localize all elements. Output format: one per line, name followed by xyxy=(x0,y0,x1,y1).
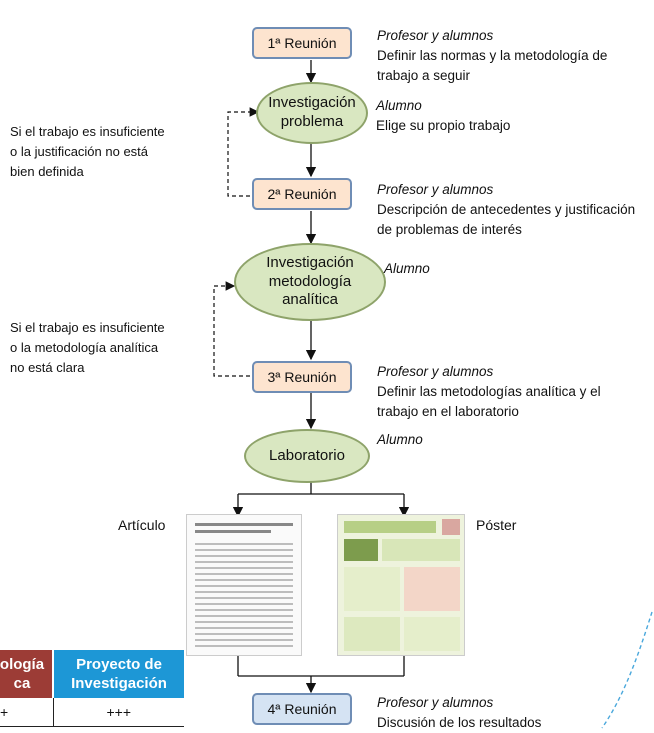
meeting-2-label: 2ª Reunión xyxy=(267,186,337,202)
feedback-2-line-1: Si el trabajo es insuficiente xyxy=(10,320,165,335)
activity-1-ellipse: Investigación problema xyxy=(256,82,368,144)
feedback-loop-1 xyxy=(227,107,260,197)
meeting-1-note: Profesor y alumnos Definir las normas y … xyxy=(377,26,647,86)
activity-3-note: Alumno xyxy=(377,430,423,450)
activity-2-line-3: analítica xyxy=(282,291,338,309)
comparison-table: ología ca Proyecto de Investigación + ++… xyxy=(0,650,184,727)
table-header-1-text: ología ca xyxy=(0,656,45,692)
meeting-2-box: 2ª Reunión xyxy=(252,178,352,210)
meeting-4-label: 4ª Reunión xyxy=(267,701,337,717)
activity-1-line-2: problema xyxy=(280,113,344,130)
activity-2-line-2: metodología xyxy=(268,272,352,290)
poster-label: Póster xyxy=(476,517,517,533)
activity-1-desc: Elige su propio trabajo xyxy=(376,118,511,133)
meeting-4-box: 4ª Reunión xyxy=(252,693,352,725)
feedback-note-1: Si el trabajo es insuficiente o la justi… xyxy=(10,122,222,182)
feedback-1-line-1: Si el trabajo es insuficiente xyxy=(10,124,165,139)
activity-3-line-1: Laboratorio xyxy=(269,446,345,464)
activity-3-role: Alumno xyxy=(377,432,423,447)
activity-2-line-1: Investigación xyxy=(266,253,354,271)
meeting-2-role: Profesor y alumnos xyxy=(377,182,494,197)
meeting-3-role: Profesor y alumnos xyxy=(377,364,494,379)
table-header-2-text: Proyecto de Investigación xyxy=(71,656,167,692)
table-header-2: Proyecto de Investigación xyxy=(52,650,184,698)
meeting-4-role: Profesor y alumnos xyxy=(377,695,494,710)
meeting-3-label: 3ª Reunión xyxy=(267,369,337,385)
article-thumbnail xyxy=(186,514,302,656)
activity-1-role: Alumno xyxy=(376,98,422,113)
feedback-2-line-3: no está clara xyxy=(10,360,85,375)
activity-3-ellipse: Laboratorio xyxy=(244,429,370,483)
activity-2-note: Alumno xyxy=(384,259,430,279)
table-cell-2: +++ xyxy=(52,698,184,727)
poster-thumbnail xyxy=(337,514,465,656)
feedback-loop-2 xyxy=(213,281,250,377)
meeting-3-desc: Definir las metodologías analítica y el … xyxy=(377,384,601,419)
table-cell-1-text: + xyxy=(0,704,9,720)
feedback-1-line-3: bien definida xyxy=(10,164,84,179)
meeting-4-desc: Discusión de los resultados xyxy=(377,715,542,730)
activity-2-ellipse: Investigación metodología analítica xyxy=(234,243,386,321)
decorative-arc xyxy=(601,611,653,729)
table-cell-1: + xyxy=(0,698,53,727)
meeting-4-note: Profesor y alumnos Discusión de los resu… xyxy=(377,693,541,733)
meeting-2-desc: Descripción de antecedentes y justificac… xyxy=(377,202,636,237)
article-label: Artículo xyxy=(118,517,166,533)
meeting-1-box: 1ª Reunión xyxy=(252,27,352,59)
meeting-1-label: 1ª Reunión xyxy=(267,35,337,51)
activity-1-note: Alumno Elige su propio trabajo xyxy=(376,96,646,136)
meeting-3-box: 3ª Reunión xyxy=(252,361,352,393)
feedback-1-line-2: o la justificación no está xyxy=(10,144,149,159)
activity-2-role: Alumno xyxy=(384,261,430,276)
meeting-2-note: Profesor y alumnos Descripción de antece… xyxy=(377,180,653,240)
meeting-1-role: Profesor y alumnos xyxy=(377,28,494,43)
table-header-1: ología ca xyxy=(0,650,53,698)
feedback-note-2: Si el trabajo es insuficiente o la metod… xyxy=(10,318,214,378)
activity-1-line-1: Investigación xyxy=(268,94,356,112)
meeting-1-desc: Definir las normas y la metodología de t… xyxy=(377,48,608,83)
feedback-2-line-2: o la metodología analítica xyxy=(10,340,159,355)
meeting-3-note: Profesor y alumnos Definir las metodolog… xyxy=(377,362,639,422)
